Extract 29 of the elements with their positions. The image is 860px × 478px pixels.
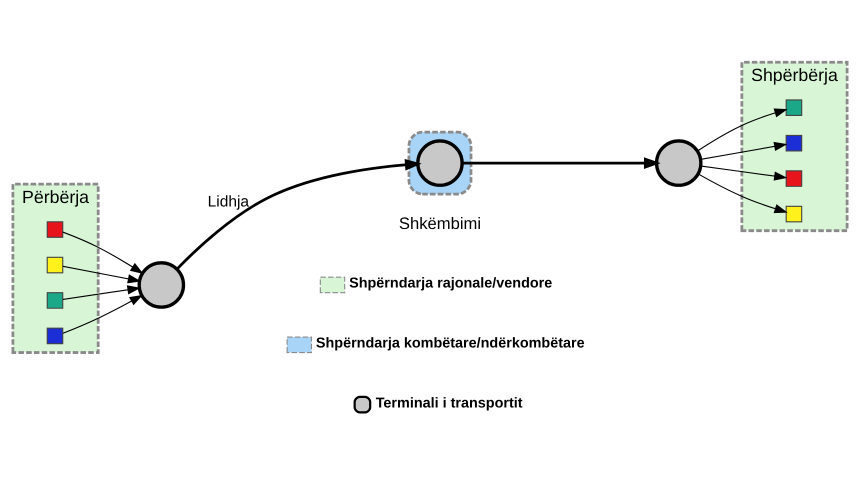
arrow xyxy=(697,108,788,152)
edge-label: Lidhja xyxy=(208,194,250,211)
arrow xyxy=(700,142,788,160)
node-box xyxy=(46,292,64,309)
arrow xyxy=(62,266,142,284)
node-box xyxy=(46,328,64,344)
legend-label: Shpërndarja kombëtare/ndërkombëtare xyxy=(316,335,585,352)
cluster: Përbërja xyxy=(12,182,100,354)
node-box xyxy=(46,221,64,238)
node-circle xyxy=(416,139,464,187)
node-box xyxy=(786,99,802,116)
arrow xyxy=(176,159,422,270)
cluster: Shpërbërja xyxy=(740,60,848,232)
node-circle xyxy=(138,261,186,309)
arrow xyxy=(62,232,144,274)
arrow xyxy=(62,294,143,334)
arrow xyxy=(701,165,788,181)
arrow xyxy=(462,157,661,169)
label: Shkëmbimi xyxy=(398,214,482,234)
legend-label: Shpërndarja rajonale/vendore xyxy=(349,276,552,292)
cluster xyxy=(408,130,472,196)
node-box xyxy=(46,256,64,274)
node-box xyxy=(786,206,802,222)
node-circle xyxy=(654,139,703,187)
arrow xyxy=(62,285,141,300)
node-box xyxy=(786,134,802,152)
legend-label: Terminali i transportit xyxy=(376,395,523,412)
arrow xyxy=(698,174,788,214)
node-box xyxy=(786,170,802,187)
